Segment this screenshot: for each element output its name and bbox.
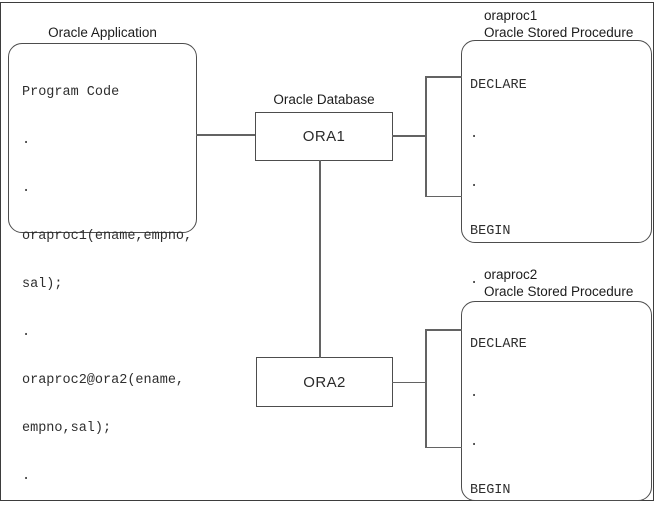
code-line: oraproc1(ename,empno, bbox=[22, 229, 193, 244]
bracket-proc2-bottom bbox=[425, 446, 462, 448]
ora1-database-box: ORA1 bbox=[255, 112, 393, 161]
code-line: . bbox=[470, 175, 479, 191]
database-title: Oracle Database bbox=[273, 92, 375, 107]
oraproc1-title: oraproc1 Oracle Stored Procedure bbox=[484, 7, 633, 41]
code-line: . bbox=[22, 325, 31, 340]
oraproc2-name: oraproc2 bbox=[484, 267, 538, 282]
connector-app-to-ora1 bbox=[196, 134, 255, 136]
code-line: . bbox=[470, 386, 479, 402]
oraproc2-title: oraproc2 Oracle Stored Procedure bbox=[484, 266, 633, 300]
code-line: DECLARE bbox=[470, 78, 527, 94]
code-line: . bbox=[470, 272, 479, 288]
diagram-border bbox=[0, 2, 654, 501]
application-code-block: Program Code . . oraproc1(ename,empno, s… bbox=[9, 44, 196, 509]
oracle-application-box: Program Code . . oraproc1(ename,empno, s… bbox=[8, 43, 197, 484]
code-line: BEGIN bbox=[470, 483, 511, 499]
ora2-database-box: ORA2 bbox=[256, 357, 393, 407]
code-line: sal); bbox=[22, 277, 63, 292]
code-line: . bbox=[22, 469, 31, 484]
bracket-proc1-top bbox=[425, 76, 462, 78]
application-title: Oracle Application bbox=[48, 25, 157, 40]
code-line: . bbox=[22, 181, 31, 196]
ora1-label: ORA1 bbox=[302, 128, 346, 145]
bracket-proc2-top bbox=[425, 329, 462, 331]
code-line: DECLARE bbox=[470, 337, 527, 353]
bracket-proc1-bottom bbox=[425, 195, 462, 197]
ora2-label: ORA2 bbox=[303, 373, 346, 391]
oraproc1-subtitle: Oracle Stored Procedure bbox=[484, 25, 634, 40]
connector-ora2-to-proc2 bbox=[392, 381, 426, 383]
code-line: empno,sal); bbox=[22, 421, 112, 436]
code-line: Program Code bbox=[22, 85, 120, 100]
connector-ora1-to-proc1 bbox=[392, 135, 426, 137]
oraproc2-code-block: DECLARE . . BEGIN . . UPDATE...oratab1 .… bbox=[462, 302, 651, 509]
code-line: . bbox=[22, 133, 31, 148]
code-line: . bbox=[470, 127, 479, 143]
oraproc2-subtitle: Oracle Stored Procedure bbox=[484, 284, 634, 299]
code-line: BEGIN bbox=[470, 224, 511, 240]
connector-ora1-to-ora2 bbox=[319, 160, 321, 358]
code-line: . bbox=[470, 434, 479, 450]
bracket-proc2-vertical bbox=[425, 329, 427, 448]
oraproc1-name: oraproc1 bbox=[484, 8, 538, 23]
bracket-proc1-vertical bbox=[425, 76, 427, 197]
oraproc2-box: DECLARE . . BEGIN . . UPDATE...oratab1 .… bbox=[461, 301, 652, 501]
oraproc1-box: DECLARE . . BEGIN . . UPDATE...oratab1 .… bbox=[461, 40, 652, 482]
code-line: oraproc2@ora2(ename, bbox=[22, 373, 185, 388]
